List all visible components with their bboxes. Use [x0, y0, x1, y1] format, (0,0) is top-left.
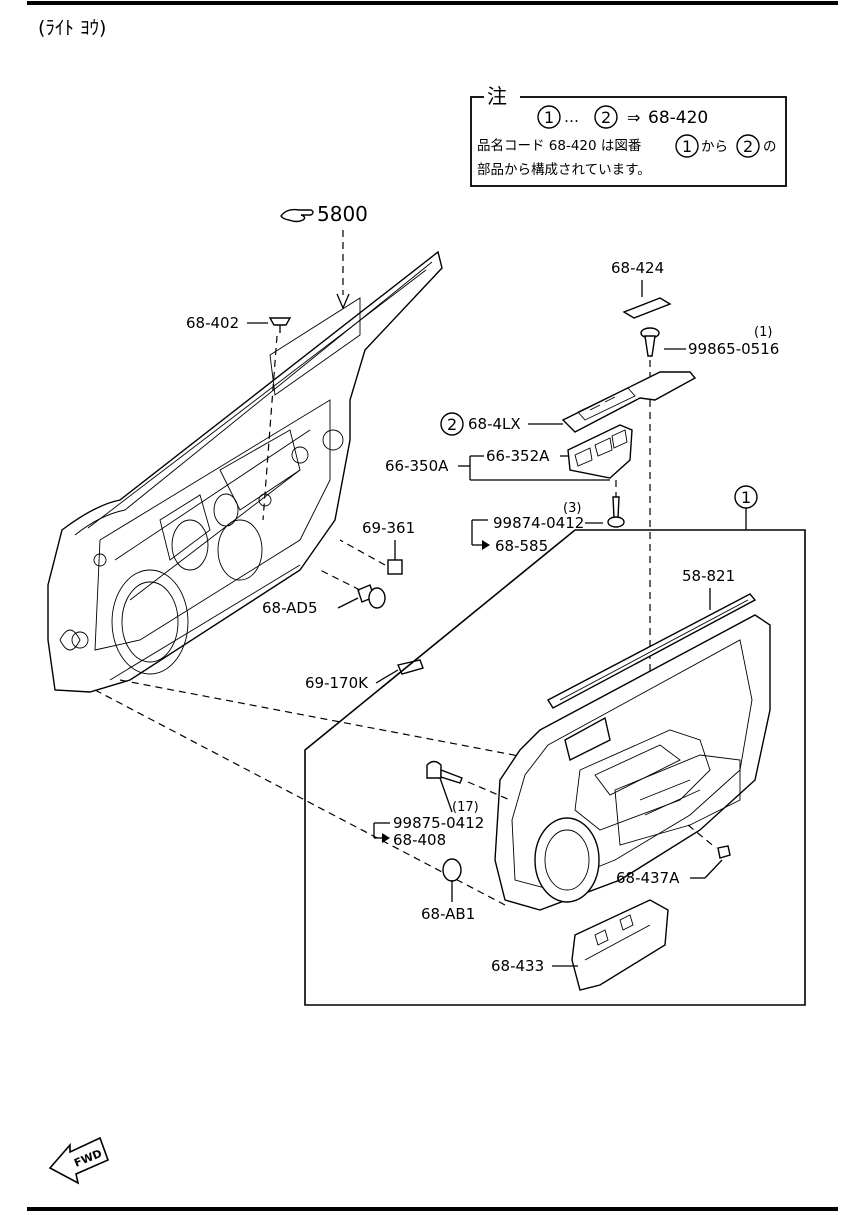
part-99874-0412: (3) 99874-0412 68-585 — [471, 480, 625, 555]
note-title: 注 — [487, 84, 507, 108]
note-code: 68-420 — [648, 108, 708, 128]
label-68-408: 68-408 — [393, 831, 446, 849]
label-68-4lx-circle: 2 — [447, 415, 457, 434]
label-99865-0516: 99865-0516 — [688, 340, 779, 358]
label-68-437a: 68-437A — [616, 869, 680, 887]
part-68-437a: 68-437A — [616, 824, 731, 887]
part-68-4lx: 2 68-4LX — [440, 371, 697, 745]
part-68-ad5: 68-AD5 — [262, 569, 386, 617]
assembly-1-box: 1 — [304, 485, 806, 1006]
label-assembly-circle: 1 — [741, 488, 751, 507]
label-99874-qty: (3) — [563, 501, 581, 516]
part-58-821: 58-821 — [547, 567, 757, 709]
note-line2-pre: 品名コード 68-420 は図番 — [477, 138, 642, 154]
ref-5800: 5800 — [280, 202, 368, 310]
label-68-424: 68-424 — [611, 259, 664, 277]
label-66-350a: 66-350A — [385, 457, 449, 475]
part-68-433: 68-433 — [491, 899, 669, 991]
label-99874-0412: 99874-0412 — [493, 514, 584, 532]
note-box: 注 1 … 2 ⇒ 68-420 品名コード 68-420 は図番 1 から 2… — [470, 84, 787, 187]
part-99865-0516: (1) 99865-0516 — [640, 325, 779, 378]
note-circle-1: 1 — [544, 108, 554, 127]
note-line3: 部品から構成されています。 — [477, 162, 651, 178]
part-68-ab1: 68-AB1 — [421, 858, 475, 923]
part-66-352a: 66-352A 66-350A — [385, 424, 633, 481]
label-99875-qty: (17) — [452, 800, 479, 815]
note-line2-mid: から — [701, 139, 728, 155]
part-69-170k: 69-170K — [305, 659, 424, 692]
label-68-433: 68-433 — [491, 957, 544, 975]
note-line2-post: の — [763, 139, 777, 155]
label-68-585: 68-585 — [495, 537, 548, 555]
fwd-arrow-icon: FWD — [48, 1136, 110, 1185]
label-69-361: 69-361 — [362, 519, 415, 537]
part-99875-0412: (17) 99875-0412 68-408 — [373, 760, 511, 849]
part-68-424: 68-424 — [611, 259, 672, 319]
label-66-352a: 66-352A — [486, 447, 550, 465]
label-68-4lx: 68-4LX — [468, 415, 521, 433]
part-69-361: 69-361 — [339, 519, 415, 575]
note-line2-circle-2: 2 — [743, 137, 753, 156]
page-title: (ﾗｲﾄ ﾖｳ) — [38, 17, 106, 39]
label-69-170k: 69-170K — [305, 674, 369, 692]
ref-5800-label: 5800 — [317, 202, 368, 226]
label-58-821: 58-821 — [682, 567, 735, 585]
note-arrow: ⇒ — [627, 108, 640, 127]
door-inner-panel — [47, 250, 443, 693]
note-ellipsis: … — [564, 108, 579, 126]
label-68-ad5: 68-AD5 — [262, 599, 318, 617]
note-circle-2: 2 — [601, 108, 611, 127]
part-68-402: 68-402 — [186, 314, 292, 521]
note-line2-circle-1: 1 — [682, 137, 692, 156]
label-68-402: 68-402 — [186, 314, 239, 332]
label-68-ab1: 68-AB1 — [421, 905, 475, 923]
label-99875-0412: 99875-0412 — [393, 814, 484, 832]
label-99865-qty: (1) — [754, 325, 772, 340]
door-trim-panel — [494, 614, 771, 911]
pointing-hand-icon — [280, 208, 314, 223]
